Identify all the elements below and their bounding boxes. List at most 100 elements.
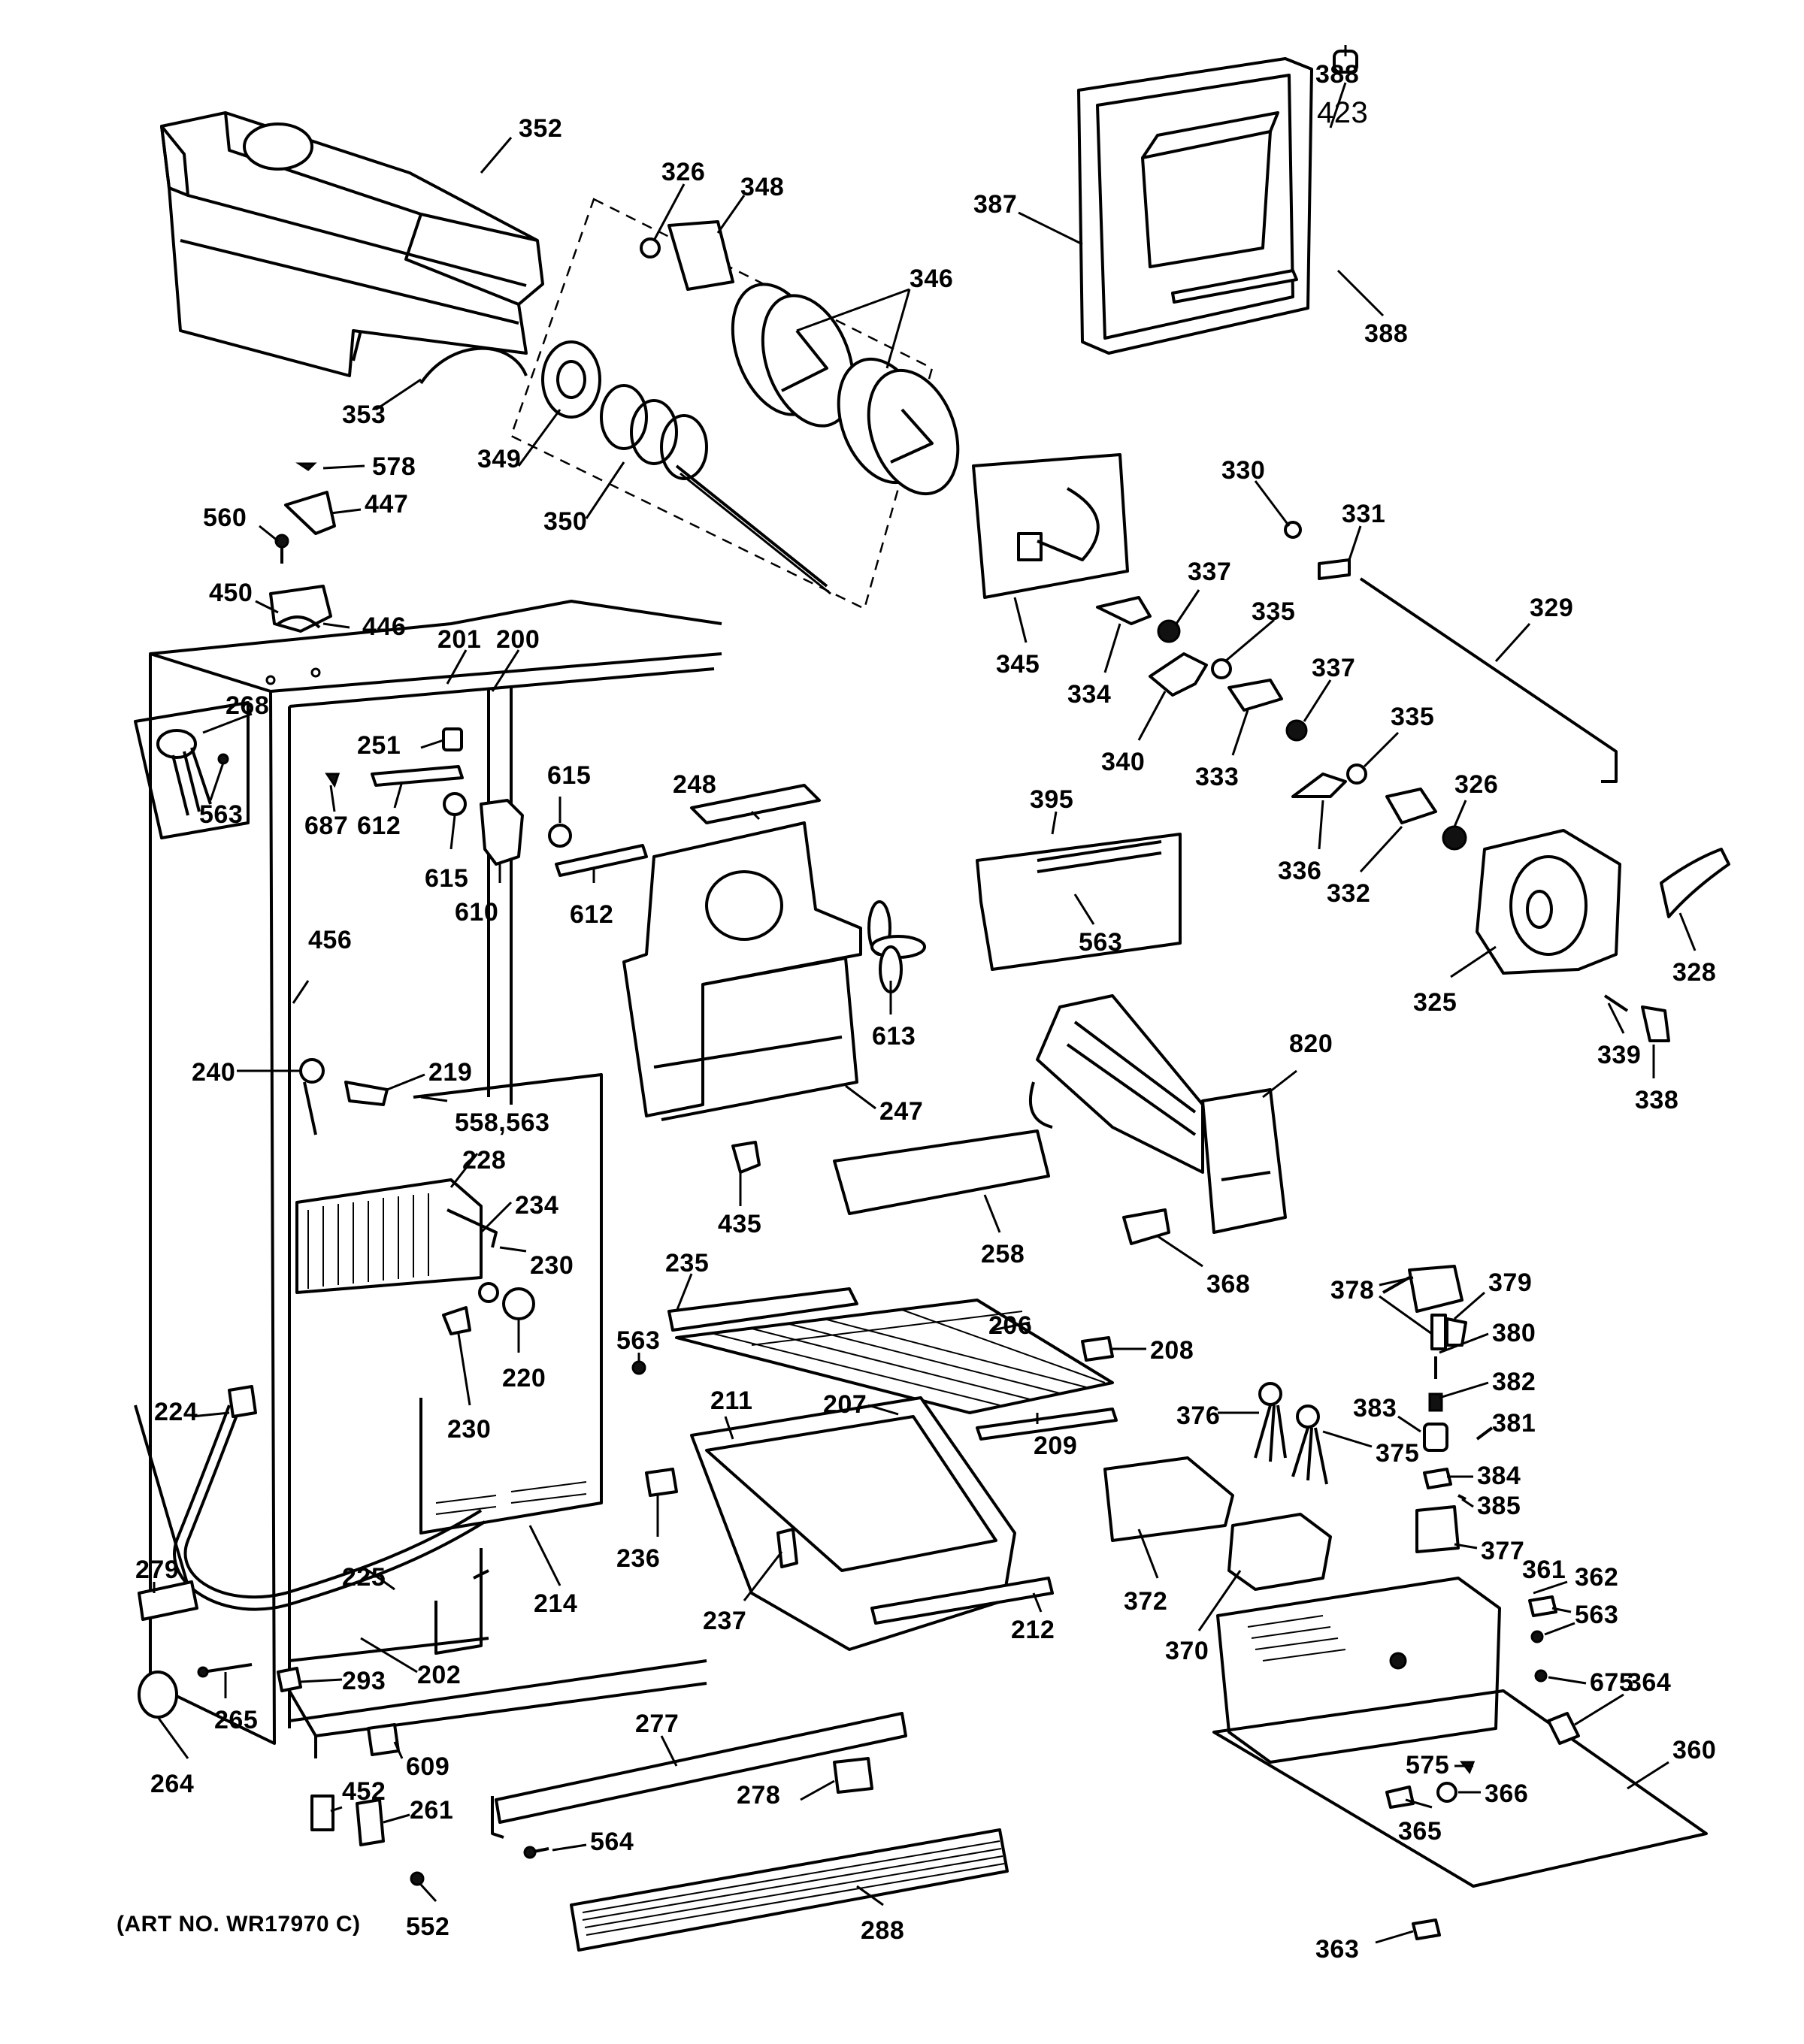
label-230-lower: 230 bbox=[447, 1415, 491, 1444]
washer-335b bbox=[1346, 763, 1367, 785]
label-560: 560 bbox=[203, 503, 247, 532]
label-332: 332 bbox=[1327, 879, 1370, 908]
screw-687 bbox=[325, 773, 341, 788]
label-378: 378 bbox=[1330, 1276, 1374, 1305]
label-247: 247 bbox=[879, 1097, 923, 1126]
plunger-380 bbox=[1430, 1314, 1447, 1350]
label-219: 219 bbox=[428, 1058, 472, 1087]
label-388-top: 388 bbox=[1315, 60, 1359, 89]
label-362: 362 bbox=[1575, 1563, 1618, 1592]
label-237: 237 bbox=[703, 1607, 746, 1635]
motor-plate-345 bbox=[972, 453, 1129, 599]
cam-333 bbox=[1227, 679, 1283, 712]
label-206: 206 bbox=[988, 1311, 1032, 1340]
label-345: 345 bbox=[996, 650, 1040, 679]
bail-wire-353 bbox=[419, 346, 528, 385]
label-380: 380 bbox=[1492, 1319, 1536, 1347]
label-279: 279 bbox=[135, 1556, 179, 1584]
label-228: 228 bbox=[462, 1146, 506, 1175]
shelf-rail-235 bbox=[667, 1287, 858, 1332]
label-456: 456 bbox=[308, 926, 352, 954]
duct-258 bbox=[833, 1129, 1050, 1215]
fan-motor-610 bbox=[480, 799, 524, 866]
pin-381 bbox=[1476, 1426, 1494, 1441]
label-423: 423 bbox=[1317, 96, 1368, 129]
damper-251 bbox=[442, 727, 463, 751]
holder-377 bbox=[1415, 1505, 1460, 1553]
label-325: 325 bbox=[1413, 988, 1457, 1017]
label-240: 240 bbox=[192, 1058, 235, 1087]
bracket-261 bbox=[356, 1798, 385, 1846]
drain-tube-225 bbox=[183, 1404, 483, 1599]
label-265: 265 bbox=[214, 1706, 258, 1734]
label-552: 552 bbox=[406, 1912, 449, 1941]
sleeve-383 bbox=[1423, 1423, 1448, 1452]
cap-384 bbox=[1423, 1468, 1452, 1489]
label-207: 207 bbox=[823, 1390, 867, 1419]
label-353: 353 bbox=[342, 401, 386, 429]
actuator-rod-329 bbox=[1359, 577, 1618, 783]
label-377: 377 bbox=[1481, 1537, 1524, 1565]
label-234: 234 bbox=[515, 1191, 558, 1220]
label-328: 328 bbox=[1672, 958, 1716, 987]
label-387: 387 bbox=[973, 190, 1017, 219]
label-452: 452 bbox=[342, 1777, 386, 1806]
cam-332 bbox=[1385, 788, 1437, 824]
label-558-563: 558,563 bbox=[455, 1108, 549, 1137]
label-450: 450 bbox=[209, 579, 253, 607]
spring-337a bbox=[1157, 619, 1181, 643]
leveler-278 bbox=[833, 1757, 873, 1794]
label-333: 333 bbox=[1195, 763, 1239, 791]
label-820: 820 bbox=[1289, 1030, 1333, 1058]
label-224: 224 bbox=[154, 1398, 198, 1426]
label-615-left: 615 bbox=[425, 864, 468, 893]
clip-366 bbox=[1436, 1782, 1457, 1803]
label-340: 340 bbox=[1101, 748, 1145, 776]
label-687: 687 bbox=[304, 812, 348, 840]
cabinet-liner bbox=[149, 600, 722, 1758]
label-335-upper: 335 bbox=[1252, 597, 1295, 626]
fan-blade-613 bbox=[867, 900, 926, 993]
label-384: 384 bbox=[1477, 1462, 1521, 1490]
label-385: 385 bbox=[1477, 1492, 1521, 1520]
clip-230a bbox=[478, 1282, 499, 1303]
label-230-upper: 230 bbox=[530, 1251, 574, 1280]
foot-363 bbox=[1412, 1919, 1441, 1940]
label-383: 383 bbox=[1353, 1394, 1397, 1423]
roller-264 bbox=[138, 1671, 178, 1719]
label-612-right: 612 bbox=[570, 900, 613, 929]
leader-lines bbox=[153, 45, 1697, 1944]
label-360: 360 bbox=[1672, 1736, 1716, 1764]
clip-609 bbox=[367, 1723, 400, 1756]
label-447: 447 bbox=[365, 490, 408, 519]
label-331: 331 bbox=[1342, 500, 1385, 528]
label-363: 363 bbox=[1315, 1935, 1359, 1964]
pin-339 bbox=[1603, 994, 1629, 1012]
label-235: 235 bbox=[665, 1249, 709, 1278]
spring-450 bbox=[277, 615, 321, 629]
label-277: 277 bbox=[635, 1710, 679, 1738]
label-329: 329 bbox=[1530, 594, 1573, 622]
bracket-236 bbox=[645, 1468, 678, 1497]
clip-230b bbox=[442, 1306, 471, 1335]
label-208: 208 bbox=[1150, 1336, 1194, 1365]
label-264: 264 bbox=[150, 1770, 194, 1798]
grommet-220 bbox=[502, 1287, 535, 1320]
label-212: 212 bbox=[1011, 1616, 1055, 1644]
hinge-338 bbox=[1641, 1005, 1670, 1042]
label-338: 338 bbox=[1635, 1086, 1678, 1114]
cam-334 bbox=[1096, 596, 1152, 625]
spring-330 bbox=[1284, 521, 1302, 539]
label-248: 248 bbox=[673, 770, 716, 799]
label-348: 348 bbox=[740, 173, 784, 201]
wire-shelf-206 bbox=[675, 1299, 1114, 1414]
label-334: 334 bbox=[1067, 680, 1111, 709]
label-349: 349 bbox=[477, 445, 521, 473]
label-563-plate: 563 bbox=[1079, 928, 1122, 957]
bracket-293 bbox=[277, 1667, 302, 1692]
label-350: 350 bbox=[543, 507, 587, 536]
label-261: 261 bbox=[410, 1796, 453, 1825]
clip-237 bbox=[776, 1528, 798, 1568]
auger-blade-348 bbox=[667, 220, 734, 291]
